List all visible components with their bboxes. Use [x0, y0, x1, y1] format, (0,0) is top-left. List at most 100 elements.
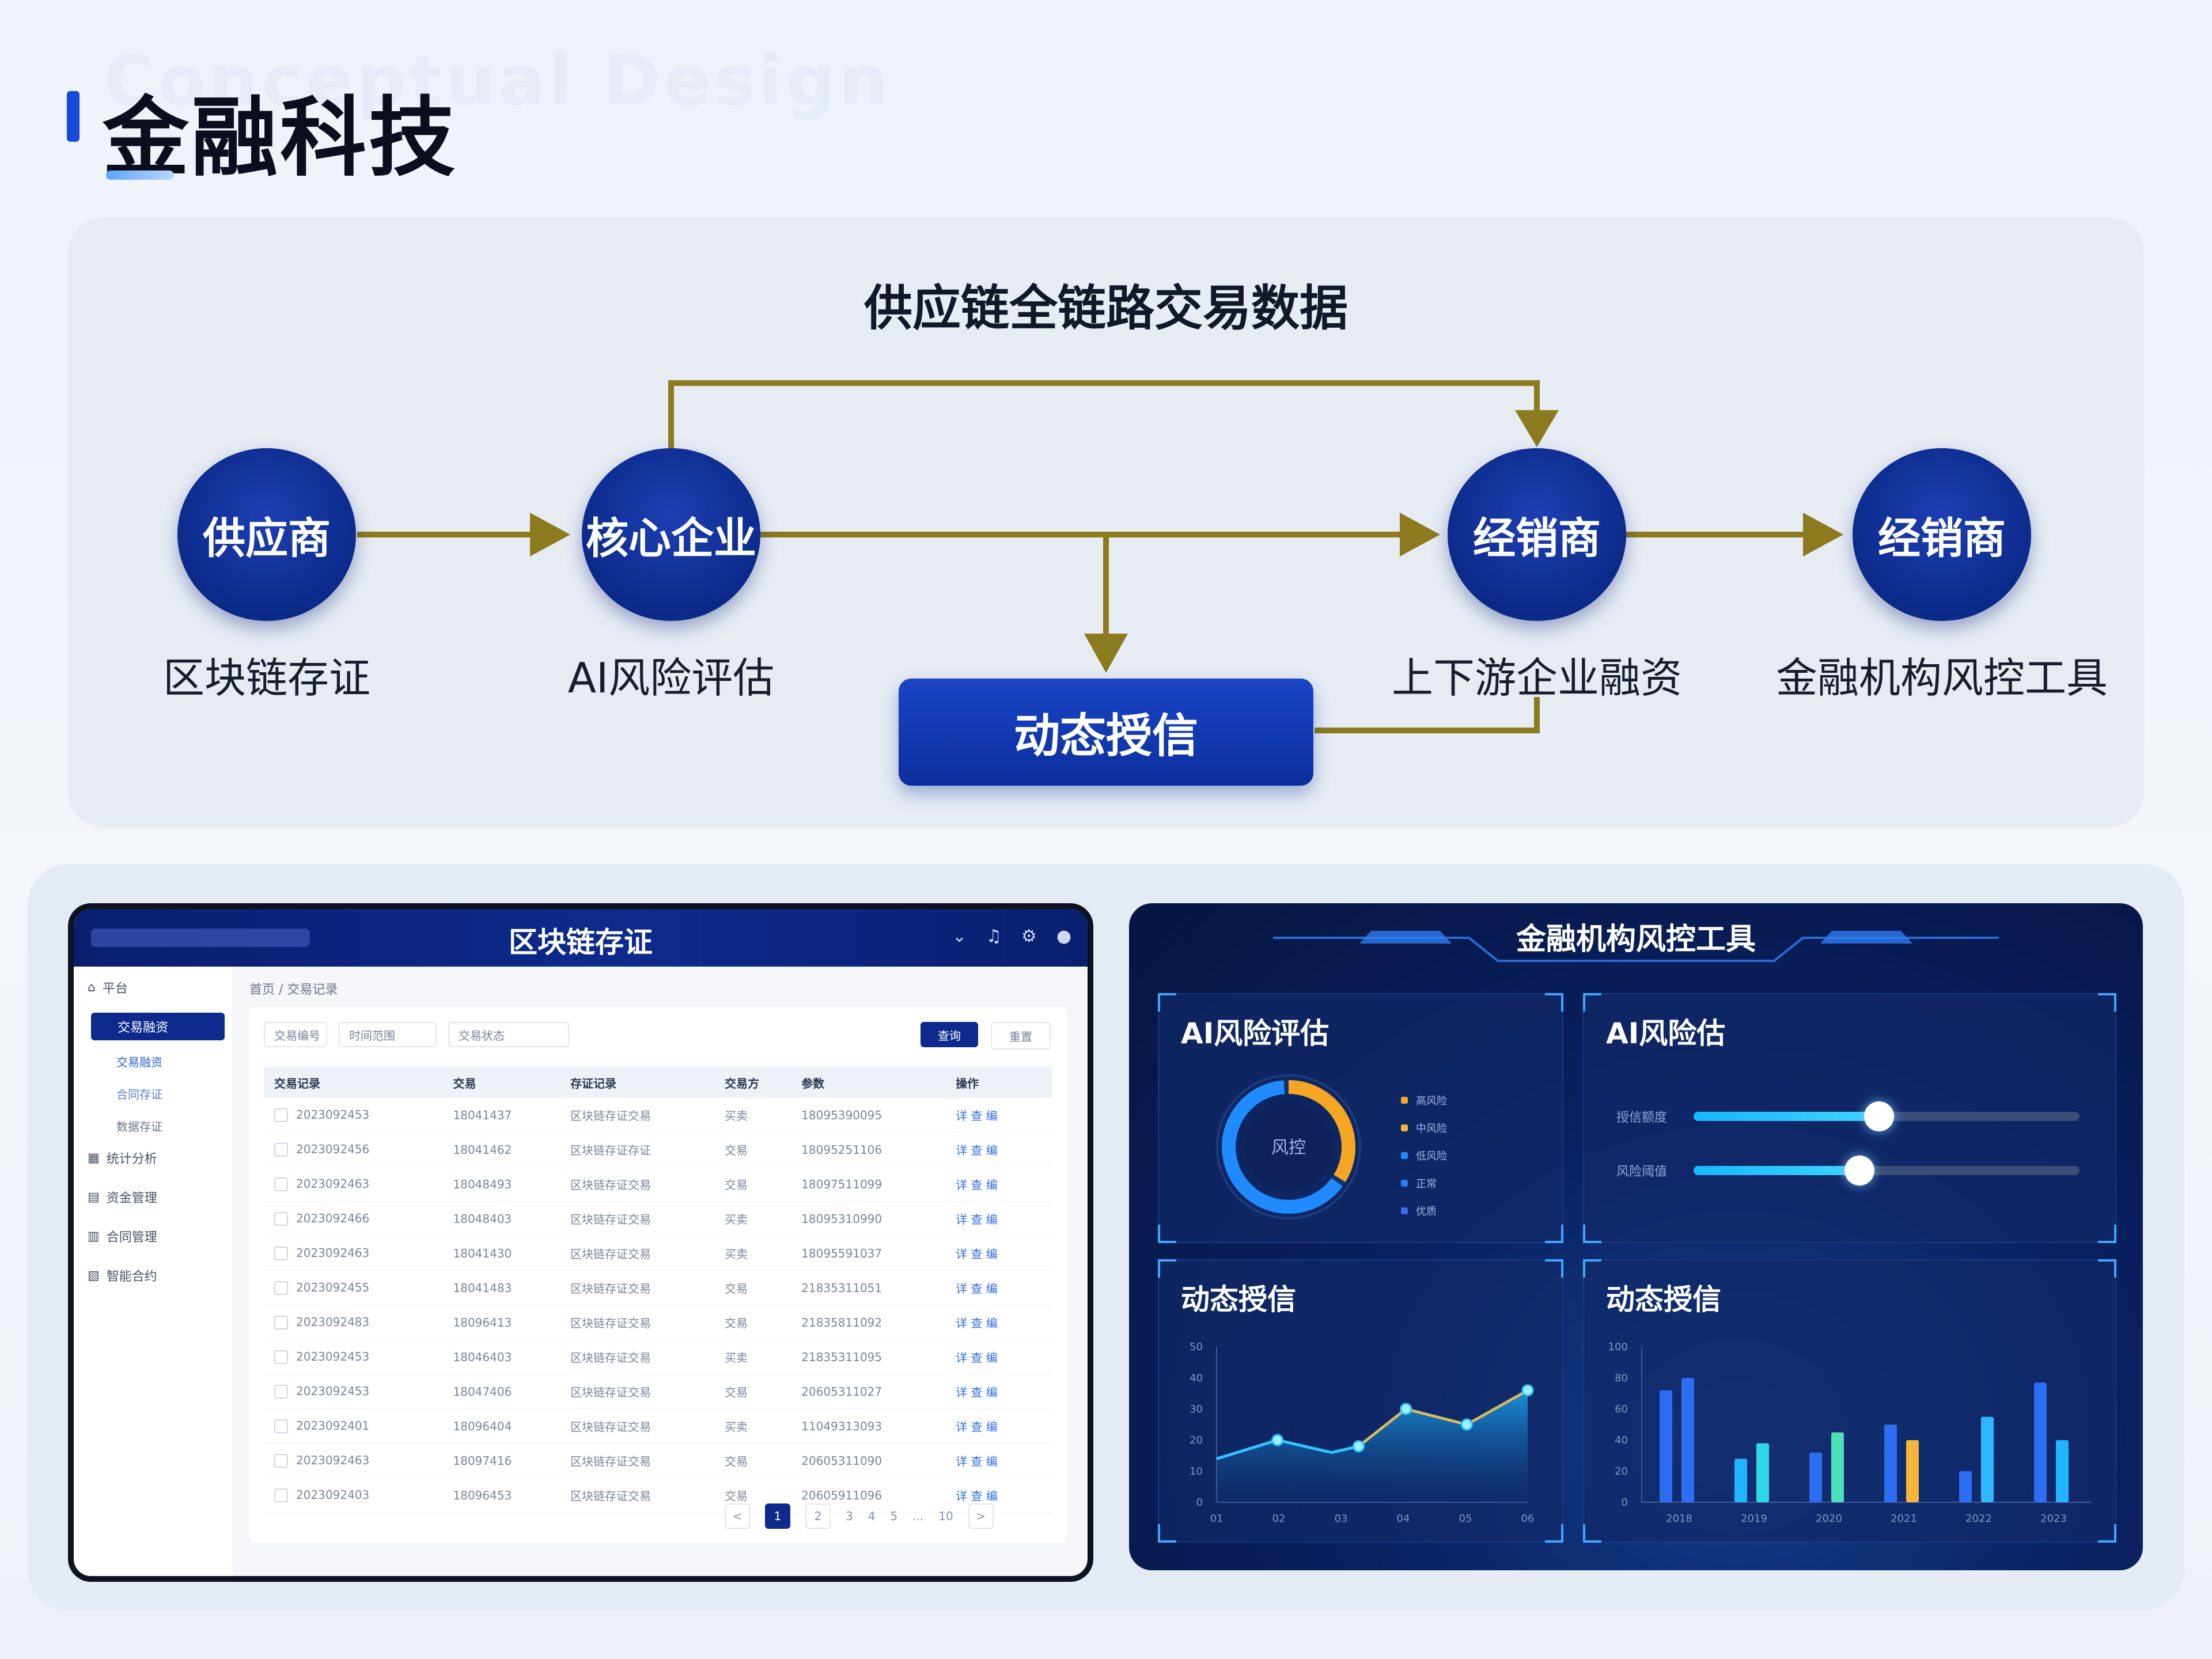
- reset-button[interactable]: 重置: [991, 1022, 1051, 1050]
- filter-date[interactable]: 时间范围: [339, 1022, 437, 1047]
- page-5[interactable]: 5: [890, 1509, 898, 1523]
- cell-actions[interactable]: 详 查 编: [945, 1305, 1052, 1340]
- sidebar-item-contracts[interactable]: ▥ 合同管理: [88, 1227, 226, 1245]
- cell-actions[interactable]: 详 查 编: [945, 1166, 1052, 1202]
- avatar-icon[interactable]: ●: [1056, 926, 1071, 946]
- cell-actions[interactable]: 详 查 编: [945, 1374, 1052, 1409]
- page-next[interactable]: >: [968, 1503, 994, 1529]
- row-checkbox[interactable]: [274, 1385, 288, 1399]
- sidebar-item-active[interactable]: 交易融资: [91, 1013, 225, 1040]
- row-checkbox[interactable]: [274, 1316, 288, 1330]
- cell-actions[interactable]: 详 查 编: [945, 1339, 1052, 1374]
- sidebar: [74, 967, 232, 1576]
- settings-icon[interactable]: ⚙: [1021, 926, 1037, 946]
- legend-swatch: [1401, 1124, 1408, 1131]
- cell-actions[interactable]: 详 查 编: [945, 1270, 1052, 1305]
- row-checkbox[interactable]: [274, 1143, 288, 1157]
- sidebar-item-funds[interactable]: ▤ 资金管理: [88, 1188, 226, 1206]
- node-supplier: 供应商: [177, 448, 356, 621]
- page-ellipsis: ...: [912, 1509, 924, 1523]
- table-cell: 18041462: [442, 1132, 560, 1167]
- row-checkbox[interactable]: [274, 1177, 288, 1192]
- y-tick-label: 0: [1196, 1497, 1203, 1509]
- chart-icon: ▦: [88, 1150, 100, 1165]
- risk-legend: 高风险 中风险 低风险 正常 优质: [1401, 1086, 1447, 1225]
- table-cell: 区块链存证交易: [560, 1201, 715, 1236]
- card-ai-risk: AI风险评估 风控 高风险 中风险 低风险 正常 优质: [1158, 993, 1563, 1243]
- row-checkbox[interactable]: [274, 1212, 288, 1226]
- column-header: 存证记录: [560, 1067, 715, 1098]
- cell-actions[interactable]: 详 查 编: [945, 1132, 1052, 1167]
- table-cell: 18095310990: [791, 1201, 946, 1236]
- cell-id: 2023092466: [264, 1201, 443, 1236]
- sidebar-sub-item[interactable]: 数据存证: [116, 1120, 162, 1134]
- page-10[interactable]: 10: [938, 1509, 953, 1523]
- slider-knob[interactable]: [1844, 1156, 1875, 1185]
- slider-track-2[interactable]: [1694, 1156, 2080, 1185]
- card-title: 动态授信: [1181, 1283, 1296, 1316]
- cell-actions[interactable]: 详 查 编: [945, 1408, 1052, 1444]
- data-point: [1353, 1440, 1365, 1453]
- cell-actions[interactable]: 详 查 编: [945, 1478, 1052, 1513]
- y-tick-label: 40: [1190, 1372, 1203, 1384]
- window-title: 区块链存证: [509, 926, 653, 959]
- app-logo: [91, 929, 310, 947]
- slider-track-1[interactable]: [1694, 1101, 2080, 1131]
- chevron-down-icon[interactable]: ⌄: [952, 926, 967, 946]
- filter-status[interactable]: 交易状态: [448, 1022, 569, 1047]
- page-4[interactable]: 4: [868, 1509, 876, 1523]
- page-1[interactable]: 1: [765, 1503, 790, 1529]
- flow-title: 供应链全链路交易数据: [863, 280, 1348, 336]
- search-button[interactable]: 查询: [921, 1022, 978, 1047]
- table-cell: 区块链存证交易: [560, 1478, 715, 1513]
- cell-actions[interactable]: 详 查 编: [945, 1443, 1052, 1478]
- x-tick-label: 2018: [1666, 1513, 1692, 1525]
- x-tick-label: 2021: [1891, 1513, 1917, 1525]
- breadcrumb: 首页 / 交易记录: [249, 983, 338, 997]
- row-checkbox[interactable]: [274, 1281, 288, 1296]
- sidebar-sub-item[interactable]: 合同存证: [116, 1088, 162, 1101]
- legend-item: 优质: [1401, 1197, 1447, 1225]
- bell-icon[interactable]: ♫: [986, 926, 1002, 946]
- cell-actions[interactable]: 详 查 编: [945, 1201, 1052, 1236]
- row-checkbox[interactable]: [274, 1350, 288, 1365]
- cell-actions[interactable]: 详 查 编: [945, 1098, 1052, 1132]
- window-toolbar: ⌄ ♫ ⚙ ●: [952, 926, 1071, 946]
- sidebar-sub-item[interactable]: 交易融资: [116, 1055, 162, 1069]
- table-cell: 21835311051: [791, 1270, 946, 1305]
- slider-knob[interactable]: [1863, 1101, 1894, 1131]
- data-point: [1521, 1384, 1534, 1397]
- table-cell: 买卖: [714, 1098, 791, 1132]
- table-cell: 区块链存证交易: [560, 1408, 715, 1444]
- sidebar-item-home[interactable]: ⌂ 平台: [88, 978, 226, 997]
- filter-id[interactable]: 交易编号: [264, 1022, 327, 1047]
- sidebar-item-stats[interactable]: ▦ 统计分析: [88, 1149, 226, 1167]
- row-checkbox[interactable]: [274, 1488, 288, 1503]
- bar: [1809, 1452, 1822, 1502]
- cell-id: 2023092463: [264, 1443, 443, 1478]
- row-checkbox[interactable]: [274, 1419, 288, 1434]
- table-cell: 18096413: [442, 1305, 560, 1340]
- row-checkbox[interactable]: [274, 1247, 288, 1261]
- y-tick-label: 80: [1615, 1372, 1628, 1384]
- page-3[interactable]: 3: [846, 1509, 853, 1523]
- row-checkbox[interactable]: [274, 1454, 288, 1468]
- cell-actions[interactable]: 详 查 编: [945, 1236, 1052, 1271]
- page-2[interactable]: 2: [805, 1503, 831, 1529]
- page-prev[interactable]: <: [725, 1503, 750, 1529]
- sidebar-item-smart-contract[interactable]: ▧ 智能合约: [88, 1266, 226, 1285]
- row-checkbox[interactable]: [274, 1108, 288, 1123]
- table-cell: 18096404: [442, 1408, 560, 1444]
